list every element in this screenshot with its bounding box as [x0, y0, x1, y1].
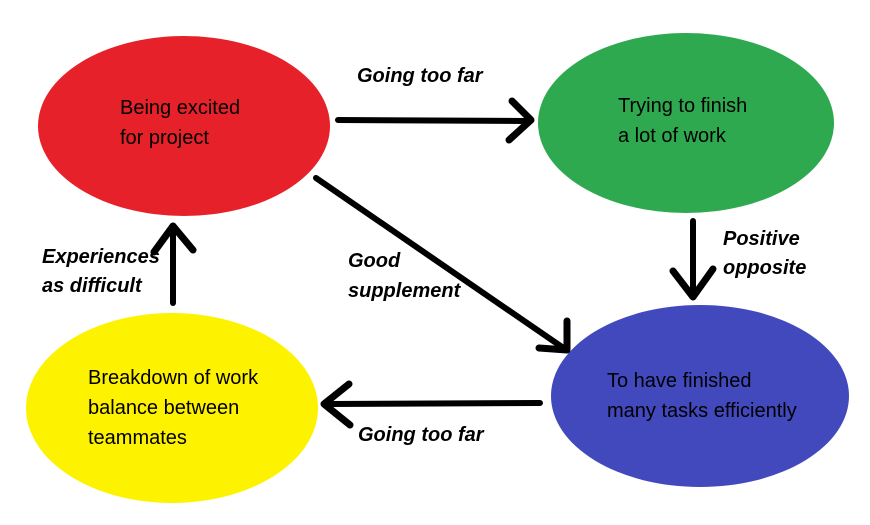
arrowhead-left-icon [320, 380, 354, 429]
node-ellipse-trying-to-finish [538, 33, 834, 213]
arrow-excited-to-trying [335, 97, 535, 144]
edge-label-good-supplement: Good supplement [348, 250, 461, 302]
node-ellipse-finished-tasks [551, 305, 849, 487]
arrow-shaft [335, 117, 527, 124]
edge-label-going-too-far-bottom: Going too far [358, 424, 484, 446]
node-label-finished-tasks: To have finished many tasks efficiently [607, 370, 797, 422]
arrow-shaft [328, 400, 543, 407]
arrowhead-right-icon [505, 97, 535, 144]
arrow-trying-to-finished [669, 218, 717, 301]
node-label-breakdown: Breakdown of work balance between teamma… [88, 367, 259, 449]
arrowhead-up-icon [150, 222, 197, 256]
node-ellipse-being-excited [38, 36, 330, 216]
edge-label-positive-opposite: Positive opposite [723, 228, 807, 279]
node-ellipse-breakdown [26, 313, 318, 503]
arrow-excited-to-finished [313, 175, 571, 354]
node-label-trying-to-finish: Trying to finish a lot of work [618, 95, 748, 147]
arrow-finished-to-breakdown [320, 380, 543, 429]
arrow-shaft [313, 175, 565, 350]
arrow-breakdown-to-excited [150, 222, 197, 306]
node-label-being-excited: Being excited for project [120, 97, 241, 149]
arrowhead-down-icon [669, 265, 717, 301]
arrowhead-down-right-icon [535, 317, 571, 354]
edge-label-experiences-as-difficult: Experiences as difficult [42, 246, 160, 297]
edge-label-going-too-far-top: Going too far [357, 65, 483, 87]
